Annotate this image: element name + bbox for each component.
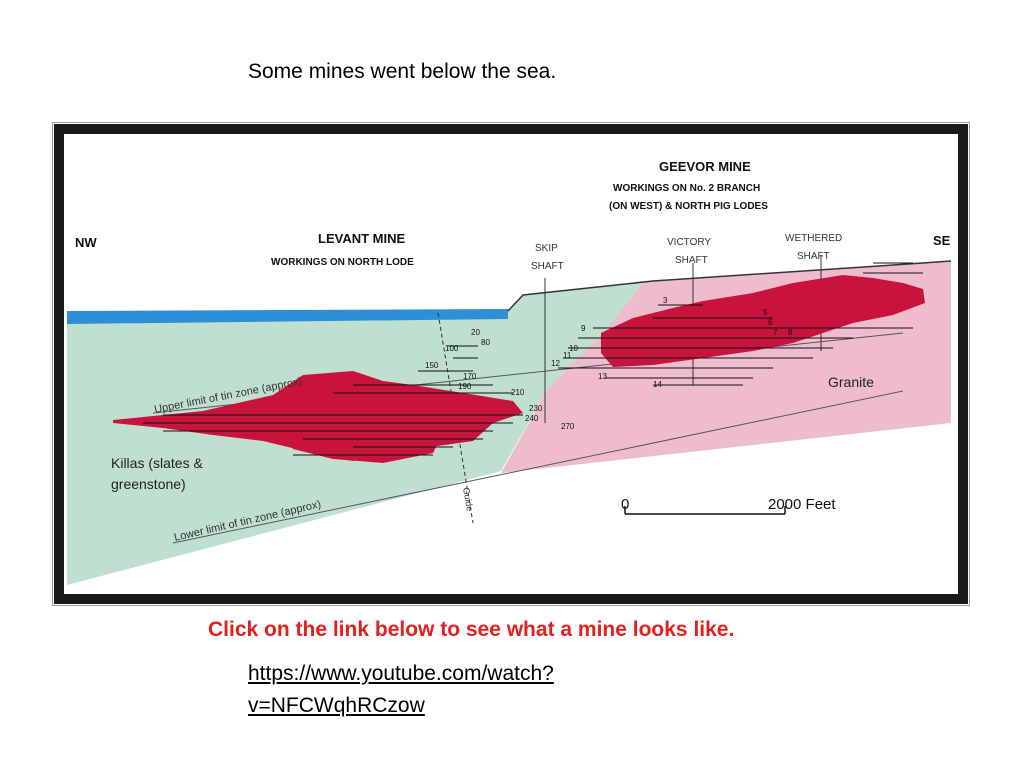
guide-label: Guide xyxy=(461,487,475,512)
ground-surface xyxy=(507,260,952,312)
lower-limit-line xyxy=(172,390,904,544)
youtube-link[interactable]: https://www.youtube.com/watch? v=NFCWqhR… xyxy=(248,658,628,722)
granite-label: Granite xyxy=(828,374,874,390)
level-label-g3: 3 xyxy=(663,296,668,305)
cross-section-diagram: LEVANT MINE WORKINGS ON NORTH LODE GEEVO… xyxy=(54,124,968,604)
levant-level-labels: 20 80 100 150 170 190 210 230 240 270 xyxy=(425,328,575,431)
wethered-shaft-label-2: SHAFT xyxy=(797,251,830,262)
geevor-title: GEEVOR MINE xyxy=(659,159,751,174)
levant-title: LEVANT MINE xyxy=(318,231,405,246)
level-label-20: 20 xyxy=(471,328,480,337)
level-label-150: 150 xyxy=(425,361,439,370)
level-label-190: 190 xyxy=(458,382,472,391)
level-label-170: 170 xyxy=(463,372,477,381)
wethered-shaft-label-1: WETHERED xyxy=(785,233,842,244)
level-label-g5: 5 xyxy=(763,308,768,317)
level-label-270: 270 xyxy=(561,422,575,431)
skip-shaft-label-2: SHAFT xyxy=(531,261,564,272)
level-label-210: 210 xyxy=(511,388,525,397)
killas-label-2: greenstone) xyxy=(111,476,186,492)
level-label-g6: 6 xyxy=(768,318,773,327)
geevor-workings xyxy=(601,275,925,367)
geevor-line1: WORKINGS ON No. 2 BRANCH xyxy=(613,183,760,194)
geevor-line2: (ON WEST) & NORTH PIG LODES xyxy=(609,201,768,212)
level-label-g9: 9 xyxy=(581,324,586,333)
victory-shaft-label-2: SHAFT xyxy=(675,255,708,266)
level-label-240: 240 xyxy=(525,414,539,423)
level-label-100: 100 xyxy=(445,344,459,353)
levant-subtitle: WORKINGS ON NORTH LODE xyxy=(271,257,414,268)
geevor-levels xyxy=(558,262,923,386)
killas-label-1: Killas (slates & xyxy=(111,455,203,471)
youtube-link-line1[interactable]: https://www.youtube.com/watch? xyxy=(248,662,554,685)
sea xyxy=(67,309,508,324)
victory-shaft-label-1: VICTORY xyxy=(667,237,711,248)
level-label-g7: 7 xyxy=(773,328,778,337)
scale-end-label: 2000 Feet xyxy=(768,496,836,513)
direction-se: SE xyxy=(933,233,951,248)
level-label-g8: 8 xyxy=(788,328,793,337)
level-label-g11: 11 xyxy=(563,351,572,360)
level-label-g14: 14 xyxy=(653,380,662,389)
slide-heading: Some mines went below the sea. xyxy=(248,60,557,83)
level-label-g12: 12 xyxy=(551,359,560,368)
level-label-g10: 10 xyxy=(569,344,578,353)
geevor-level-labels: 3 5 6 7 8 9 10 11 12 13 14 xyxy=(551,296,793,389)
mine-cross-section-figure: LEVANT MINE WORKINGS ON NORTH LODE GEEVO… xyxy=(52,122,970,606)
level-label-g13: 13 xyxy=(598,372,607,381)
youtube-link-line2[interactable]: v=NFCWqhRCzow xyxy=(248,694,425,717)
skip-shaft-label-1: SKIP xyxy=(535,243,558,254)
levant-levels xyxy=(143,345,523,456)
scale-start-label: 0 xyxy=(621,496,629,513)
level-label-230: 230 xyxy=(529,404,543,413)
call-to-action-text: Click on the link below to see what a mi… xyxy=(208,618,735,641)
level-label-80: 80 xyxy=(481,338,490,347)
direction-nw: NW xyxy=(75,235,97,250)
